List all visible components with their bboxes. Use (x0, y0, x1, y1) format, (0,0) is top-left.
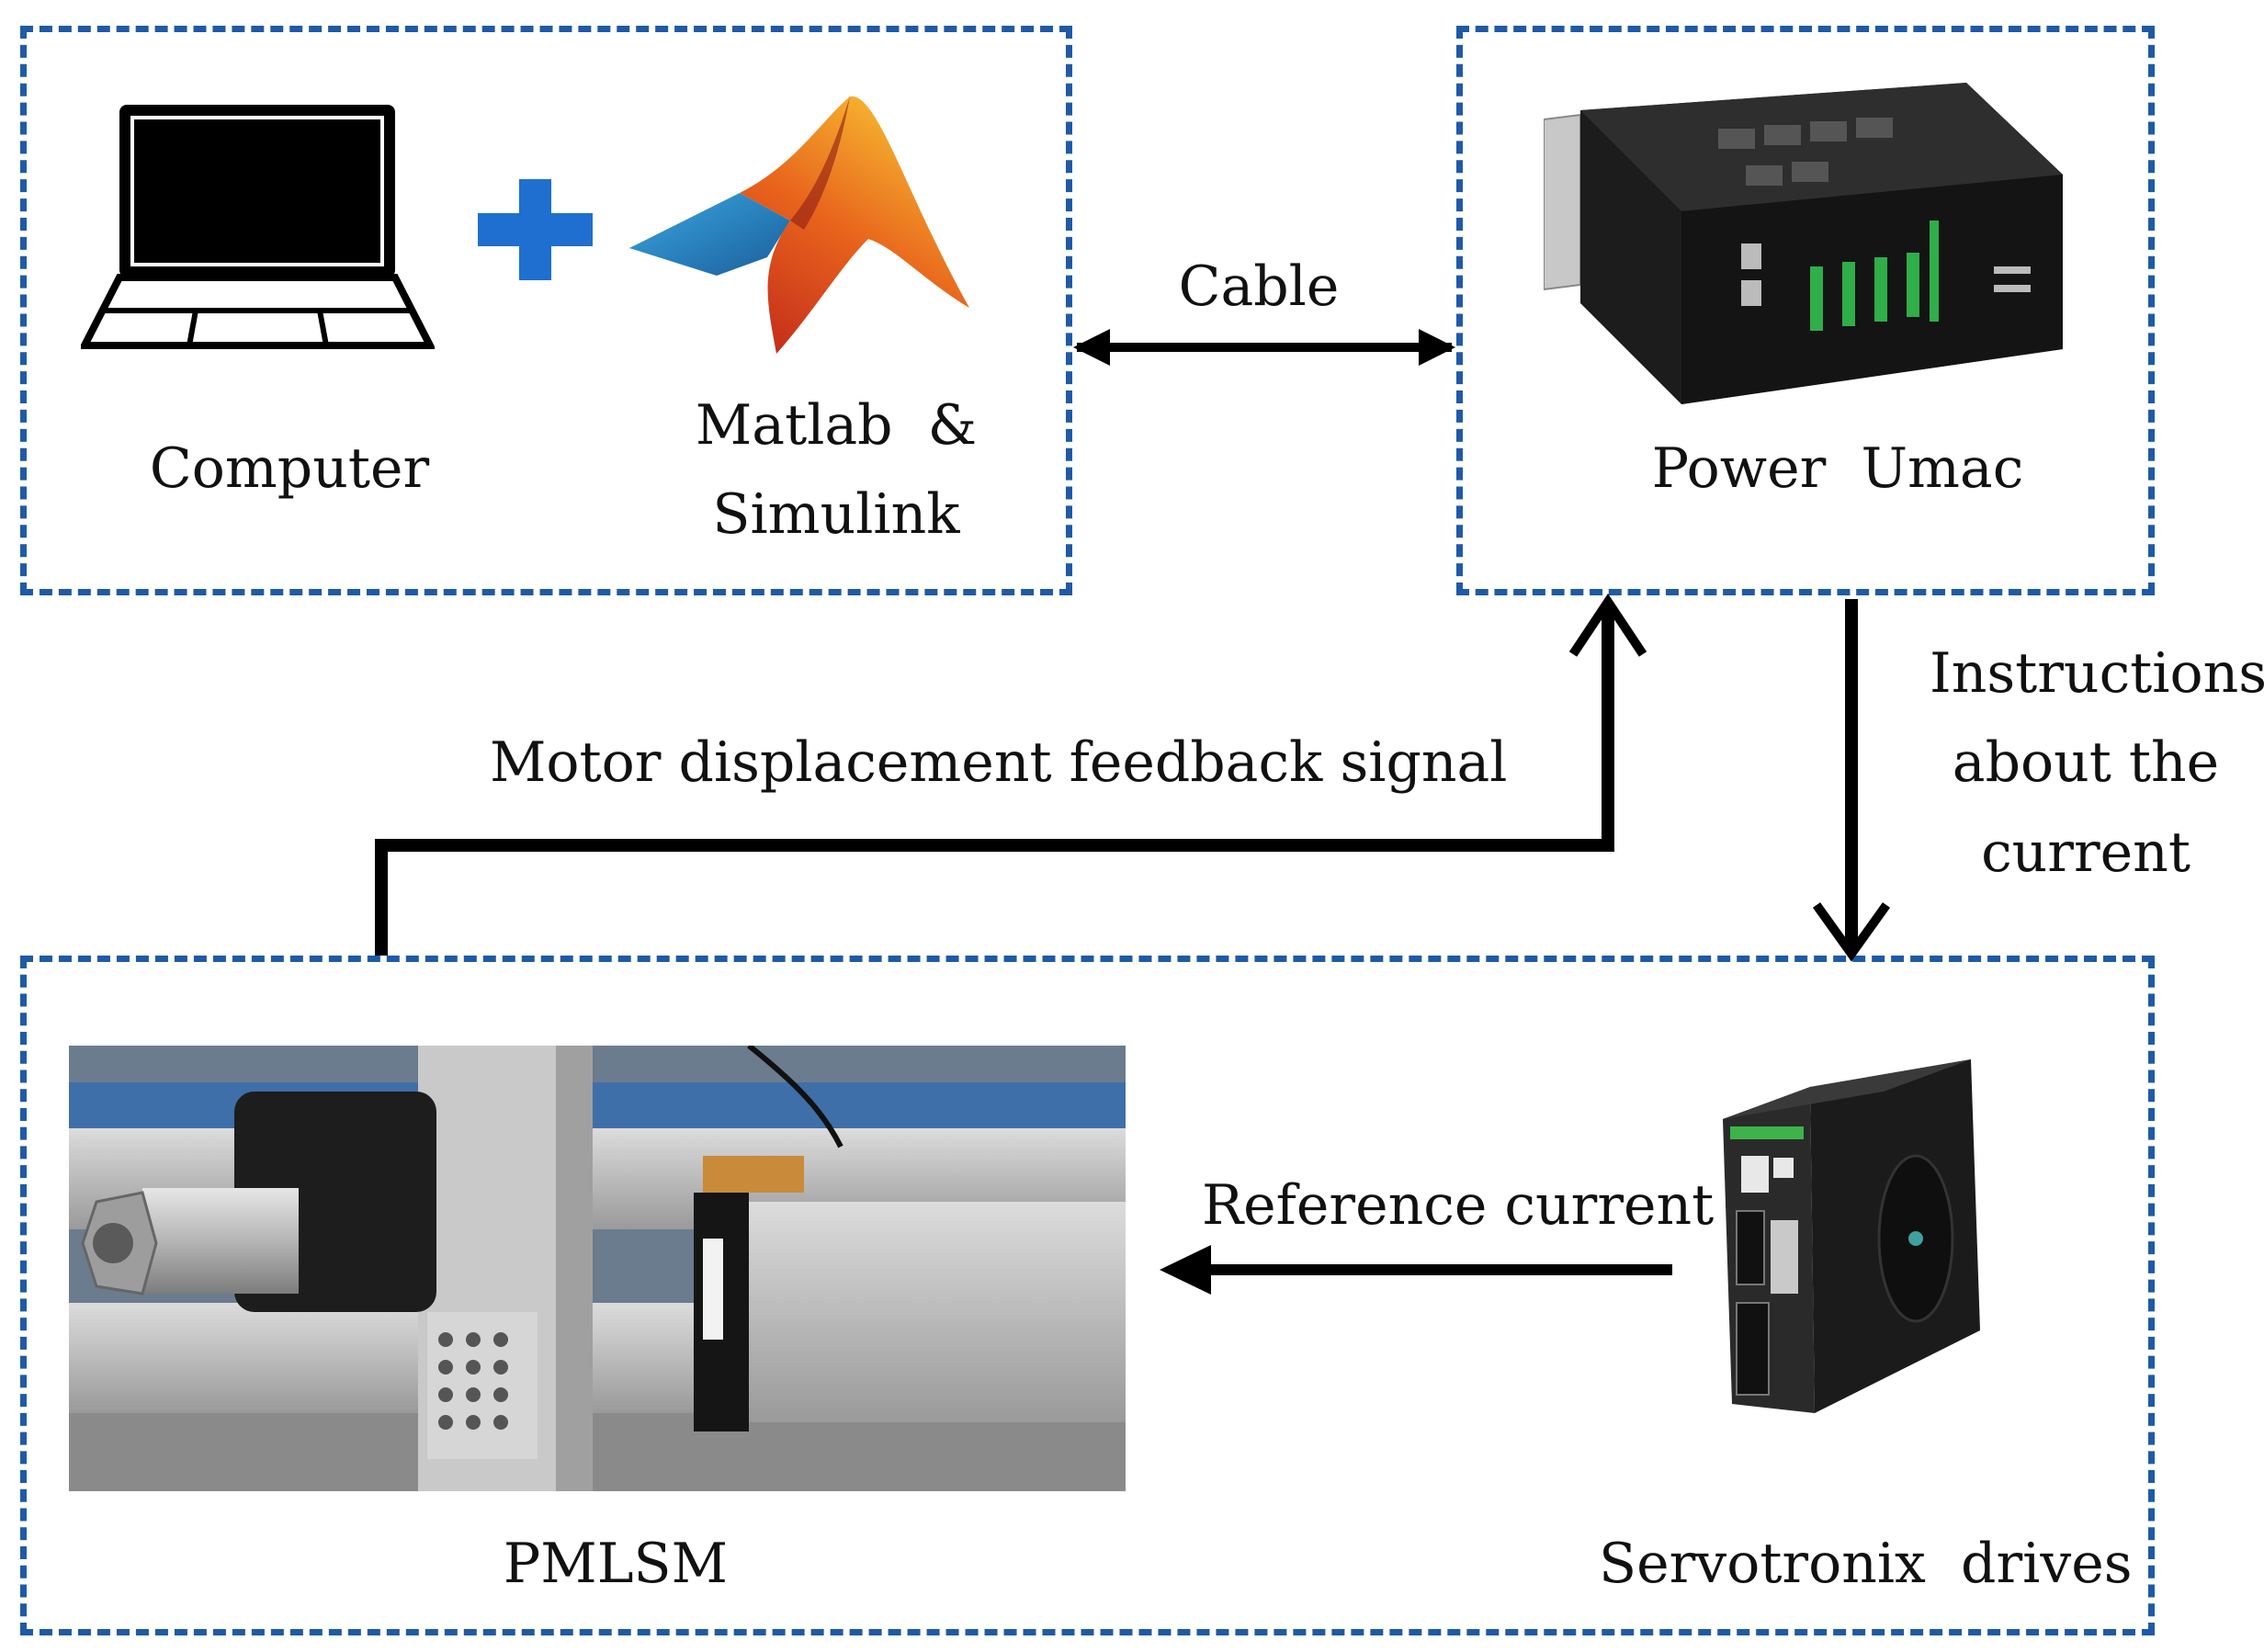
laptop-icon (81, 105, 435, 349)
pmlsm-photo (69, 1046, 1126, 1491)
feedback-arrow (375, 606, 1614, 956)
feedback-label: Motor displacement feedback signal (490, 730, 1508, 795)
pmlsm-label: PMLSM (503, 1532, 729, 1596)
hardware-box (20, 956, 2155, 1635)
reference-current-label: Reference current (1202, 1173, 1715, 1238)
matlab-logo (629, 96, 969, 355)
instructions-label-line2: about the (1952, 730, 2220, 795)
power-umac-photo (1544, 83, 2063, 404)
power-umac-label: Power Umac (1651, 436, 2024, 501)
matlab-label-line2: Simulink (712, 482, 960, 547)
servotronix-label: Servotronix drives (1599, 1532, 2133, 1596)
instructions-label-line1: Instructions (1930, 641, 2264, 706)
servo-drive-photo (1723, 1059, 1980, 1413)
matlab-label-line1: Matlab & (695, 393, 978, 458)
power-umac-box (1456, 26, 2155, 595)
computer-label: Computer (149, 436, 430, 501)
plus-icon (478, 179, 593, 280)
instructions-label-line3: current (1981, 820, 2190, 885)
computer-group-box (20, 26, 1072, 595)
cable-label: Cable (1178, 255, 1340, 319)
